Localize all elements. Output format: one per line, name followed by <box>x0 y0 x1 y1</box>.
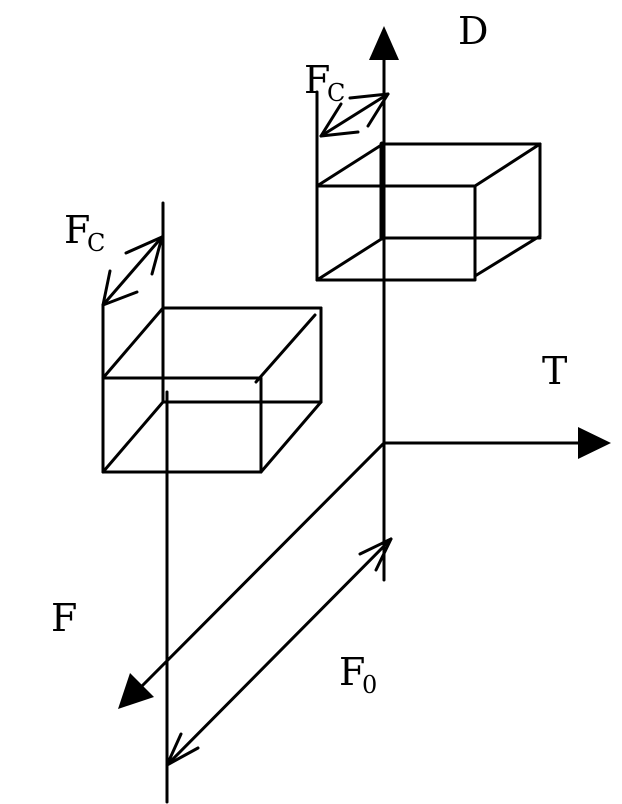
cube-lower-front-face <box>101 376 263 474</box>
axis-d <box>369 26 399 582</box>
fc-top-arrowhead-lower <box>319 102 360 138</box>
fc-left-arrowhead-lower <box>101 269 139 307</box>
fc-top-arrowhead-upper <box>348 92 390 128</box>
label-fc-left: FC <box>64 208 105 257</box>
cube-upper-right <box>315 141 542 282</box>
axis-d-arrowhead <box>369 26 399 60</box>
label-d: D <box>458 9 488 53</box>
label-f0: F0 <box>339 650 377 699</box>
fc-left-force <box>101 201 165 380</box>
fc-left-arrowhead-upper <box>124 235 164 276</box>
cube-lower-left <box>101 306 323 474</box>
axis-f <box>118 441 386 709</box>
cube-upper-front-face <box>315 184 477 282</box>
label-f: F <box>51 596 77 640</box>
fc-top-force <box>315 90 390 198</box>
f0-arrowhead-lower <box>165 732 200 767</box>
axis-f-arrowhead <box>118 673 154 709</box>
f0-double-arrow <box>165 537 393 767</box>
label-fc-top: FC <box>304 58 345 107</box>
axis-t <box>382 427 611 459</box>
axis-t-arrowhead <box>578 427 611 459</box>
label-t: T <box>542 349 567 393</box>
f0-arrowhead-upper <box>358 537 393 572</box>
